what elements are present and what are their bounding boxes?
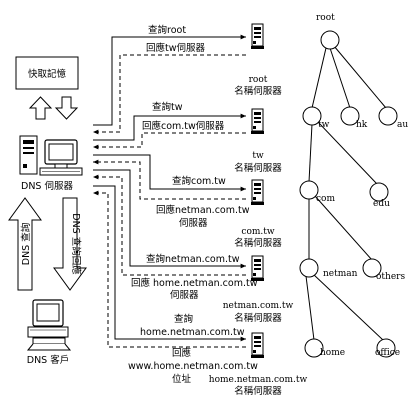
query-home-line	[93, 185, 246, 342]
com-server-icon	[250, 179, 265, 206]
node-tw	[302, 106, 322, 126]
tw-server-icon	[250, 108, 265, 135]
dns-client-label: DNS 客戶	[27, 354, 69, 366]
label-tw: tw	[318, 120, 330, 130]
com-server-line1: com.tw	[241, 227, 274, 237]
node-au	[378, 106, 398, 126]
tree-nodes	[299, 30, 398, 358]
cache-read-arrow	[54, 96, 79, 120]
tree-edges	[305, 45, 387, 341]
dns-query-reply-label: DNS 查詢回應	[70, 213, 82, 275]
reply-netman-label-1: 回應 home.netman.com.tw	[131, 277, 258, 289]
cache-write-arrow	[28, 96, 53, 120]
reply-home-line	[93, 190, 246, 348]
root-name-server: root 名稱伺服器	[234, 23, 282, 97]
reply-com-label-2: 伺服器	[179, 217, 208, 229]
query-com-line	[93, 154, 246, 192]
reply-home-label-2: www.home.netman.com.tw	[128, 361, 258, 372]
home-name-server: home.netman.com.tw 名稱伺服器	[209, 332, 308, 397]
home-server-icon	[250, 332, 265, 359]
client-monitor-icon	[26, 299, 72, 351]
query-tw-line	[93, 113, 246, 141]
reply-home-label-3: 位址	[172, 373, 192, 385]
query-com-label: 查詢com.tw	[172, 175, 226, 187]
cache-label: 快取記憶	[28, 68, 67, 80]
dns-query-reply-arrow: DNS 查詢回應	[53, 197, 87, 291]
query-home-label-1: 查詢	[174, 313, 193, 325]
label-edu: edu	[373, 199, 390, 209]
reply-com-line	[93, 159, 246, 200]
netman-server-line1: netman.com.tw	[223, 301, 294, 311]
node-root	[320, 30, 340, 50]
node-home	[304, 338, 324, 358]
reply-tw-line	[93, 132, 246, 150]
netman-name-server: netman.com.tw 名稱伺服器	[223, 255, 294, 324]
node-netman	[299, 258, 319, 278]
query-tw-label: 查詢tw	[152, 101, 183, 113]
dns-server-label: DNS 伺服器	[21, 180, 73, 192]
domain-tree: root tw hk au com edu netman others home…	[299, 13, 408, 358]
node-office	[376, 338, 396, 358]
label-root: root	[316, 13, 335, 23]
tw-server-line1: tw	[252, 151, 264, 161]
label-others: others	[376, 272, 405, 282]
message-lines	[93, 34, 246, 348]
label-home: home	[320, 348, 345, 358]
com-server-line2: 名稱伺服器	[234, 237, 282, 249]
label-hk: hk	[356, 120, 368, 130]
query-netman-line	[93, 169, 246, 269]
reply-netman-label-2: 伺服器	[170, 289, 199, 301]
label-com: com	[316, 194, 335, 204]
server-tower-icon	[19, 135, 38, 175]
dns-client-computer: DNS 客戶	[26, 299, 72, 366]
home-server-line2: 名稱伺服器	[234, 385, 282, 397]
root-server-icon	[250, 23, 265, 50]
query-home-label-2: home.netman.com.tw	[140, 327, 245, 338]
node-com	[299, 180, 319, 200]
node-others	[362, 258, 382, 278]
query-root-label: 查詢root	[148, 24, 186, 36]
node-hk	[340, 106, 360, 126]
home-server-line1: home.netman.com.tw	[209, 375, 308, 385]
reply-home-label-1: 回應	[172, 347, 192, 359]
dns-query-arrow: DNS 查詢	[8, 197, 42, 291]
tw-name-server: tw 名稱伺服器	[234, 108, 282, 174]
tw-server-line2: 名稱伺服器	[234, 162, 282, 174]
query-netman-label: 查詢netman.com.tw	[146, 253, 240, 265]
dns-server-computer: DNS 伺服器	[19, 135, 83, 192]
root-server-line1: root	[249, 75, 268, 85]
com-tw-name-server: com.tw 名稱伺服器	[234, 179, 282, 249]
reply-tw-label: 回應com.tw伺服器	[142, 120, 225, 132]
query-root-line	[93, 34, 246, 126]
cache-memory: 快取記憶	[15, 56, 79, 90]
reply-root-label: 回應tw伺服器	[146, 42, 205, 54]
reply-com-label-1: 回應netman.com.tw	[156, 204, 250, 216]
monitor-icon	[39, 139, 83, 176]
label-au: au	[397, 120, 408, 130]
label-office: office	[375, 348, 400, 358]
dns-query-label: DNS 查詢	[20, 223, 32, 265]
node-edu	[369, 182, 389, 202]
netman-server-line2: 名稱伺服器	[234, 312, 282, 324]
root-server-line2: 名稱伺服器	[234, 85, 282, 97]
label-netman: netman	[323, 269, 358, 279]
reply-root-line	[93, 54, 246, 135]
